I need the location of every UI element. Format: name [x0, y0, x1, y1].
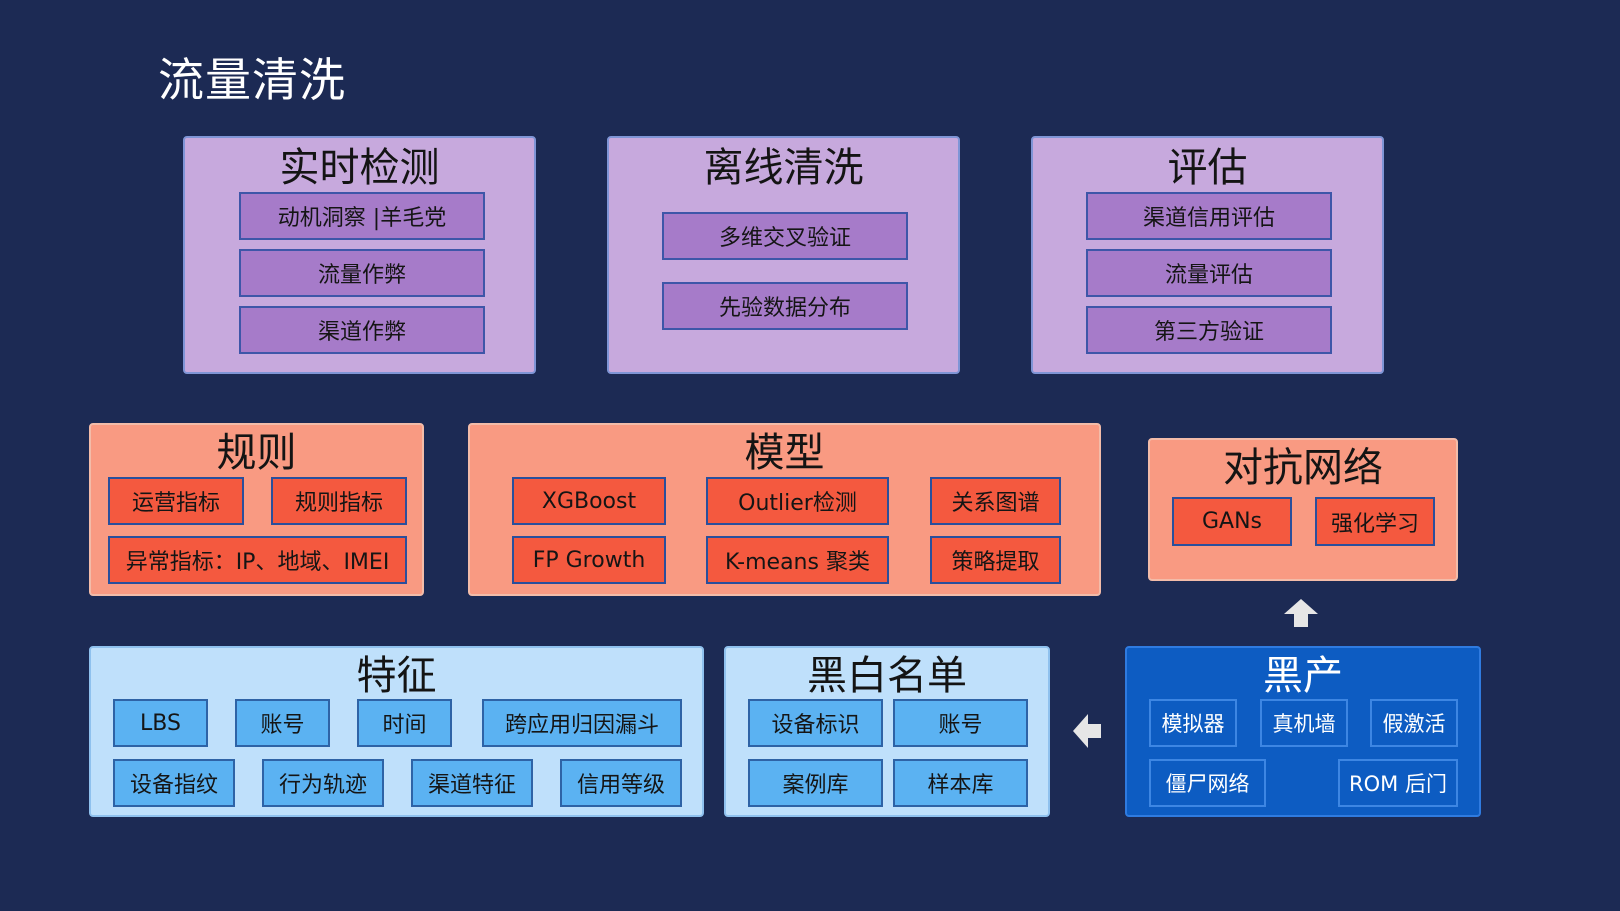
rules-item: 规则指标: [271, 477, 407, 525]
black-market-item: ROM 后门: [1338, 759, 1458, 807]
offline-cleaning-panel: 离线清洗 多维交叉验证 先验数据分布: [607, 136, 960, 374]
feature-item: 账号: [235, 699, 330, 747]
page-title: 流量清洗: [158, 53, 346, 107]
adversarial-network-panel: 对抗网络 GANs 强化学习: [1148, 438, 1458, 581]
realtime-item: 流量作弊: [239, 249, 485, 297]
model-item: XGBoost: [512, 477, 666, 525]
model-item: K-means 聚类: [706, 536, 889, 584]
panel-title: 特征: [356, 653, 437, 699]
blackwhite-item: 设备标识: [748, 699, 883, 747]
model-item: FP Growth: [512, 536, 666, 584]
feature-item: 跨应用归因漏斗: [482, 699, 682, 747]
feature-item: 行为轨迹: [262, 759, 384, 807]
arrow-up-icon: [1284, 599, 1318, 627]
feature-item: 设备指纹: [113, 759, 235, 807]
panel-title: 黑白名单: [807, 653, 967, 699]
feature-item: 时间: [357, 699, 452, 747]
model-panel: 模型 XGBoost Outlier检测 关系图谱 FP Growth K-me…: [468, 423, 1101, 596]
black-market-item: 真机墙: [1260, 699, 1348, 747]
feature-item: LBS: [113, 699, 208, 747]
features-panel: 特征 LBS 账号 时间 跨应用归因漏斗 设备指纹 行为轨迹 渠道特征 信用等级: [89, 646, 704, 817]
panel-title: 黑产: [1263, 653, 1343, 699]
feature-item: 信用等级: [560, 759, 682, 807]
blackwhite-item: 样本库: [893, 759, 1028, 807]
evaluation-item: 第三方验证: [1086, 306, 1332, 354]
model-item: 关系图谱: [930, 477, 1061, 525]
realtime-item: 渠道作弊: [239, 306, 485, 354]
adversarial-item: 强化学习: [1315, 497, 1435, 546]
realtime-item: 动机洞察 |羊毛党: [239, 192, 485, 240]
rules-panel: 规则 运营指标 规则指标 异常指标：IP、地域、IMEI: [89, 423, 424, 596]
rules-item: 异常指标：IP、地域、IMEI: [108, 536, 407, 584]
black-market-item: 假激活: [1370, 699, 1458, 747]
evaluation-item: 渠道信用评估: [1086, 192, 1332, 240]
panel-title: 规则: [216, 430, 297, 476]
arrow-left-icon: [1073, 714, 1101, 748]
feature-item: 渠道特征: [411, 759, 533, 807]
blackwhite-item: 案例库: [748, 759, 883, 807]
model-item: Outlier检测: [706, 477, 889, 525]
black-market-panel: 黑产 模拟器 真机墙 假激活 僵尸网络 ROM 后门: [1125, 646, 1481, 817]
black-market-item: 僵尸网络: [1149, 759, 1266, 807]
offline-item: 多维交叉验证: [662, 212, 908, 260]
evaluation-item: 流量评估: [1086, 249, 1332, 297]
evaluation-panel: 评估 渠道信用评估 流量评估 第三方验证: [1031, 136, 1384, 374]
panel-title: 对抗网络: [1223, 445, 1383, 491]
blackwhite-list-panel: 黑白名单 设备标识 账号 案例库 样本库: [724, 646, 1050, 817]
rules-item: 运营指标: [108, 477, 244, 525]
panel-title: 评估: [1167, 145, 1248, 191]
realtime-detection-panel: 实时检测 动机洞察 |羊毛党 流量作弊 渠道作弊: [183, 136, 536, 374]
panel-title: 实时检测: [279, 145, 440, 191]
panel-title: 离线清洗: [703, 145, 864, 191]
black-market-item: 模拟器: [1149, 699, 1237, 747]
offline-item: 先验数据分布: [662, 282, 908, 330]
panel-title: 模型: [744, 430, 825, 476]
blackwhite-item: 账号: [893, 699, 1028, 747]
model-item: 策略提取: [930, 536, 1061, 584]
adversarial-item: GANs: [1172, 497, 1292, 546]
